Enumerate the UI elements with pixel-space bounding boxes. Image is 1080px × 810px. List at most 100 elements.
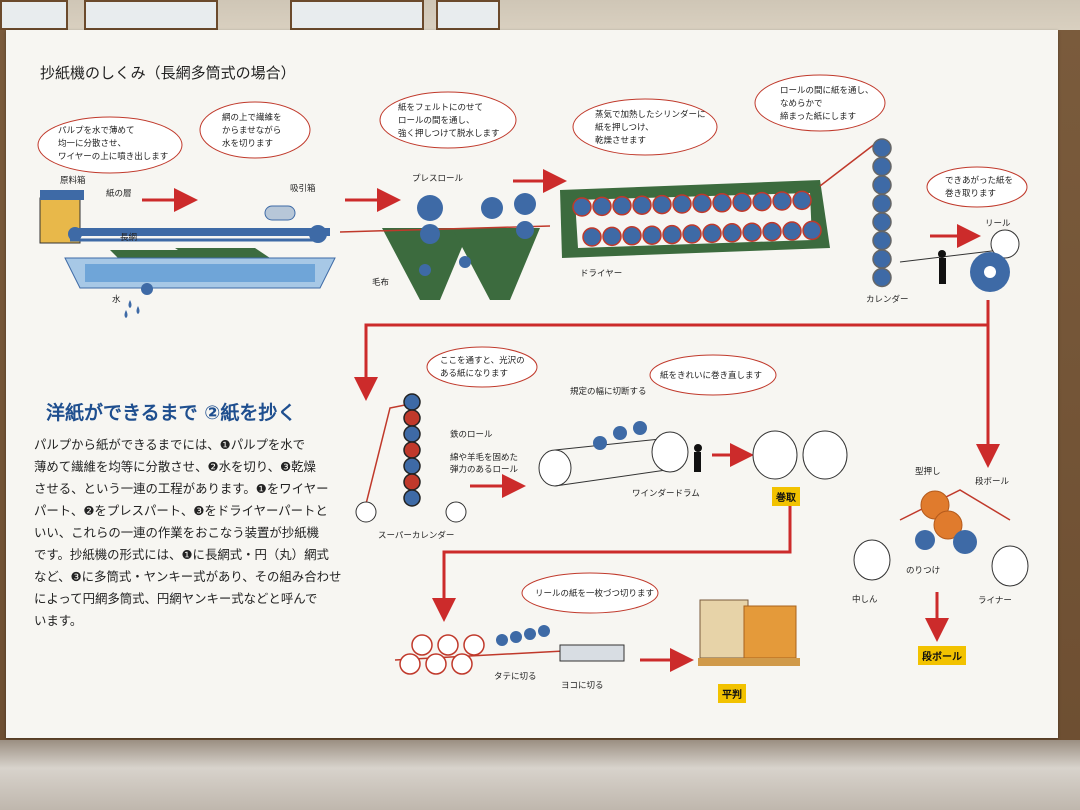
- flow-line: [354, 300, 990, 401]
- calender-stack: [872, 138, 892, 288]
- tag-makitori: 巻取: [772, 487, 800, 506]
- roll: [496, 634, 508, 646]
- winder: [538, 421, 702, 487]
- roll: [872, 249, 892, 269]
- window: [290, 0, 424, 30]
- tag-hiraban: 平判: [718, 684, 746, 703]
- display-shelf: [0, 740, 1080, 810]
- bubble-text: 紙をフェルトにのせて: [398, 102, 483, 113]
- description-line: います。: [34, 613, 83, 628]
- label-tetsu-roll: 鉄のロール: [450, 429, 493, 440]
- label-liner: ライナー: [978, 596, 1012, 606]
- roll: [692, 193, 712, 214]
- label-danball-top: 段ボール: [975, 476, 1010, 487]
- bubble-text: 巻き取ります: [945, 188, 996, 199]
- roll: [451, 653, 473, 675]
- label-kitei: 規定の幅に切断する: [570, 386, 647, 397]
- roll: [612, 196, 632, 216]
- roll: [772, 191, 792, 211]
- bubble-pulp: パルプを水で薄めて 均一に分散させ、 ワイヤーの上に噴き出します: [37, 116, 183, 174]
- reel: [899, 224, 1020, 292]
- window: [84, 0, 218, 30]
- label-nakashin: 中しん: [852, 594, 878, 605]
- bubble-text: 紙をきれいに巻き直します: [660, 370, 762, 381]
- window: [436, 0, 500, 30]
- page-title: 抄紙機のしくみ（長網多筒式の場合）: [40, 64, 296, 82]
- window: [0, 0, 68, 30]
- bubble-calender: ロールの間に紙を通し、 なめらかで 締まった紙にします: [754, 74, 886, 132]
- label-mizu: 水: [112, 294, 121, 305]
- cutter-rolls: [394, 625, 625, 675]
- roll: [872, 212, 892, 232]
- bubble-text: ワイヤーの上に噴き出します: [58, 151, 168, 162]
- roll: [732, 192, 752, 212]
- bubble-text: 水を切ります: [222, 138, 273, 149]
- description-line: など、❸に多筒式・ヤンキー式があり、その組み合わせ: [34, 569, 342, 584]
- roll: [592, 196, 612, 217]
- roll: [782, 221, 802, 241]
- bubble-text: できあがった紙を: [945, 175, 1013, 186]
- dryer-part: [560, 180, 830, 258]
- bubble-text: なめらかで: [780, 99, 823, 109]
- label-mofu: 毛布: [372, 277, 389, 288]
- bubble-text: 乾燥させます: [595, 135, 646, 146]
- roll: [524, 628, 536, 640]
- roll: [702, 223, 722, 244]
- paper-stacks: [698, 599, 800, 666]
- dryer-rolls: [572, 190, 822, 247]
- roll: [403, 409, 421, 427]
- roll: [872, 267, 892, 288]
- roll: [538, 625, 550, 637]
- wire-part: [39, 190, 336, 318]
- roll: [582, 227, 602, 247]
- label-kami-no-so: 紙の層: [106, 188, 132, 199]
- bubble-text: ロールの間に紙を通し、: [780, 85, 874, 96]
- roll: [403, 393, 421, 411]
- label-kyuin: 吸引箱: [290, 183, 316, 194]
- label-yoko: ヨコに切る: [561, 681, 604, 691]
- label-reel: リール: [985, 219, 1011, 229]
- label-dryer: ドライヤー: [580, 269, 622, 279]
- bubble-wire: 網の上で繊維を からませながら 水を切ります: [199, 101, 311, 159]
- roll: [602, 226, 622, 247]
- roll: [632, 195, 652, 215]
- description-line: させる、という一連の工程があります。❶をワイヤー: [34, 481, 329, 496]
- label-press-roll: プレスロール: [412, 174, 464, 184]
- corrugator: [853, 489, 1029, 587]
- bubble-winder: 紙をきれいに巻き直します: [649, 354, 777, 396]
- roll: [662, 224, 682, 245]
- bubble-super: ここを通すと、光沢の ある紙になります: [426, 346, 538, 388]
- roll: [872, 193, 892, 214]
- bubble-text: ここを通すと、光沢の: [440, 355, 525, 366]
- roll: [872, 230, 892, 251]
- bubble-text: 強く押しつけて脱水します: [398, 128, 500, 139]
- bubble-text: からませながら: [222, 125, 281, 136]
- roll: [672, 194, 692, 214]
- roll: [403, 441, 421, 459]
- bubble-text: ロールの間を通し、: [398, 115, 475, 126]
- roll: [752, 191, 772, 212]
- section-title: 洋紙ができるまで ②紙を抄く: [46, 402, 297, 424]
- super-calender-stack: [355, 393, 467, 523]
- roll: [802, 220, 822, 241]
- tag-danball: 段ボール: [918, 646, 966, 665]
- roll: [399, 653, 421, 675]
- roll: [437, 634, 459, 656]
- roll: [872, 175, 892, 195]
- roll: [872, 138, 892, 158]
- roll: [403, 489, 421, 507]
- roll: [712, 193, 732, 213]
- bubble-cut: リールの紙を一枚づつ切ります: [521, 572, 659, 614]
- roll: [682, 224, 702, 244]
- roll: [762, 221, 782, 242]
- roll: [510, 631, 522, 643]
- bubble-text: リールの紙を一枚づつ切ります: [535, 588, 654, 599]
- description-line: パルプから紙ができるまでには、❶パルプを水で: [34, 437, 306, 452]
- label-super-calender: スーパーカレンダー: [378, 530, 454, 541]
- label-winder-drum: ワインダードラム: [632, 488, 700, 499]
- press-part: [339, 193, 551, 300]
- roll: [425, 653, 447, 675]
- roll: [572, 197, 592, 217]
- label-dan-roll: 弾力のあるロール: [450, 464, 519, 475]
